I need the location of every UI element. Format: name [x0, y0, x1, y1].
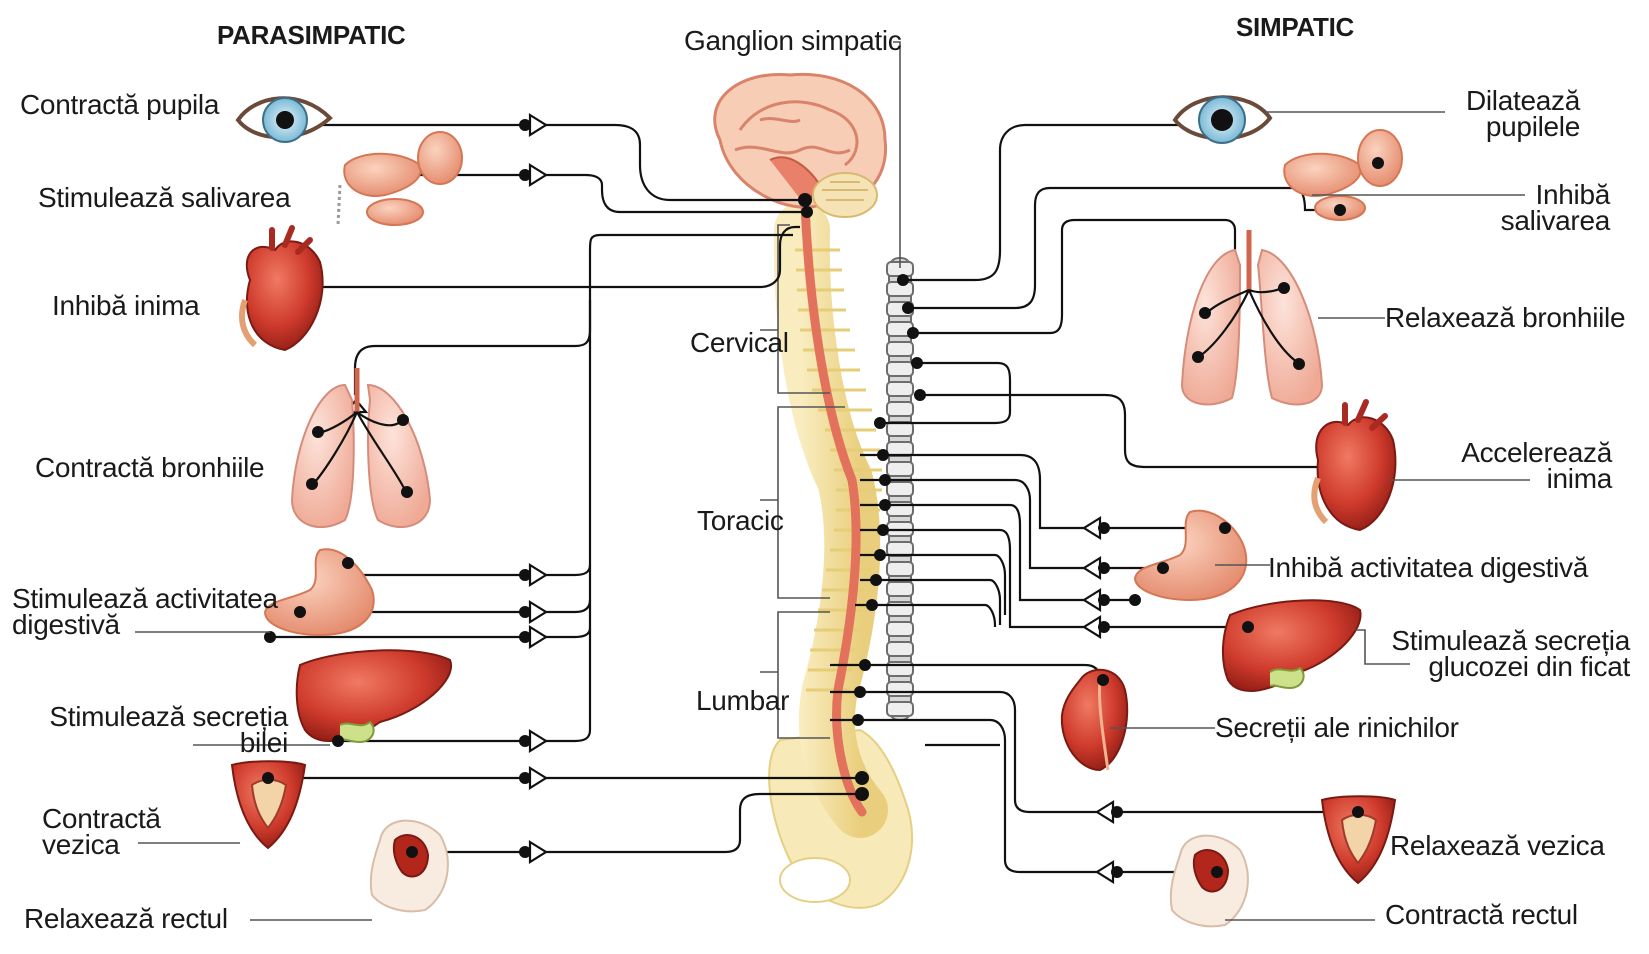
sym-eye-line-2: pupilele [1485, 111, 1580, 142]
sympathetic-pathways [830, 123, 1365, 874]
cervical-label: Cervical [690, 327, 789, 358]
sym-kidney-label: Secreții ale rinichilor [1215, 712, 1459, 743]
region-brackets [760, 41, 901, 739]
left-salivary-glands-icon [336, 131, 463, 226]
label-leaders [135, 111, 1530, 921]
sym-bladder-label: Relaxează vezica [1390, 830, 1605, 861]
right-lungs-icon [1180, 230, 1324, 406]
sym-eye-label: Dilatează pupilele [1420, 85, 1580, 142]
sym-salivary-line-1: Inhibă [1535, 179, 1611, 210]
sym-liver-line-1: Stimulează secreția [1391, 625, 1630, 656]
left-heart-icon [239, 225, 324, 352]
para-rectum-label: Relaxează rectul [24, 903, 228, 934]
sympathetic-ganglion-chain [886, 257, 914, 721]
ganglion-label: Ganglion simpatic [684, 25, 902, 56]
spinal-cord [800, 200, 867, 817]
sym-heart-line-2: inima [1546, 463, 1613, 494]
parasympathetic-header: PARASIMPATIC [217, 20, 406, 50]
sym-salivary-label: Inhibă salivarea [1460, 179, 1611, 236]
left-liver-icon [295, 649, 453, 747]
lumbar-label: Lumbar [696, 685, 790, 716]
brain [713, 72, 888, 218]
para-salivary-label: Stimulează salivarea [38, 182, 291, 213]
left-eye-icon [235, 96, 333, 143]
toracic-label: Toracic [697, 505, 784, 536]
right-rectum-icon [1169, 834, 1249, 928]
right-liver-icon [1221, 599, 1362, 693]
sym-liver-line-2: glucozei din ficat [1428, 651, 1630, 682]
sympathetic-dots [852, 274, 1123, 878]
parasympathetic-pathways [262, 123, 860, 854]
left-bladder-icon [230, 760, 307, 850]
para-liver-label: Stimulează secreția bilei [28, 701, 289, 758]
sym-heart-label: Accelerează inima [1430, 437, 1613, 494]
para-liver-line-2: bilei [239, 727, 289, 758]
sym-eye-line-1: Dilatează [1465, 85, 1580, 116]
para-eye-label: Contractă pupila [20, 89, 220, 120]
para-bladder-line-1: Contractă [42, 803, 161, 834]
right-heart-icon [1311, 399, 1397, 532]
vertebra-ticks [795, 248, 882, 692]
sym-salivary-line-2: salivarea [1500, 205, 1611, 236]
left-stomach-icon [263, 548, 375, 643]
para-stomach-line-2: digestivă [12, 609, 120, 640]
sym-stomach-label: Inhibă activitatea digestivă [1268, 552, 1589, 583]
para-stomach-label: Stimulează activitatea digestivă [12, 583, 278, 640]
right-bladder-icon [1320, 795, 1397, 885]
sym-liver-label: Stimulează secreția glucozei din ficat [1360, 625, 1630, 682]
left-rectum-icon [369, 819, 449, 913]
para-bladder-line-2: vezica [42, 829, 120, 860]
sym-rectum-label: Contractă rectul [1385, 899, 1578, 930]
para-liver-line-1: Stimulează secreția [49, 701, 288, 732]
sym-heart-line-1: Accelerează [1461, 437, 1612, 468]
right-kidney-icon [1060, 668, 1129, 772]
sym-lungs-label: Relaxează bronhiile [1385, 302, 1626, 333]
left-lungs-icon [290, 368, 432, 529]
para-lungs-label: Contractă bronhiile [35, 452, 265, 483]
para-stomach-line-1: Stimulează activitatea [12, 583, 278, 614]
para-heart-label: Inhibă inima [52, 290, 200, 321]
right-stomach-icon [1129, 509, 1248, 606]
parasympathetic-dots [519, 119, 813, 858]
right-eye-icon [1172, 95, 1273, 144]
right-salivary-glands-icon [1283, 129, 1403, 221]
para-bladder-label: Contractă vezica [42, 803, 161, 860]
sympathetic-header: SIMPATIC [1236, 12, 1354, 42]
